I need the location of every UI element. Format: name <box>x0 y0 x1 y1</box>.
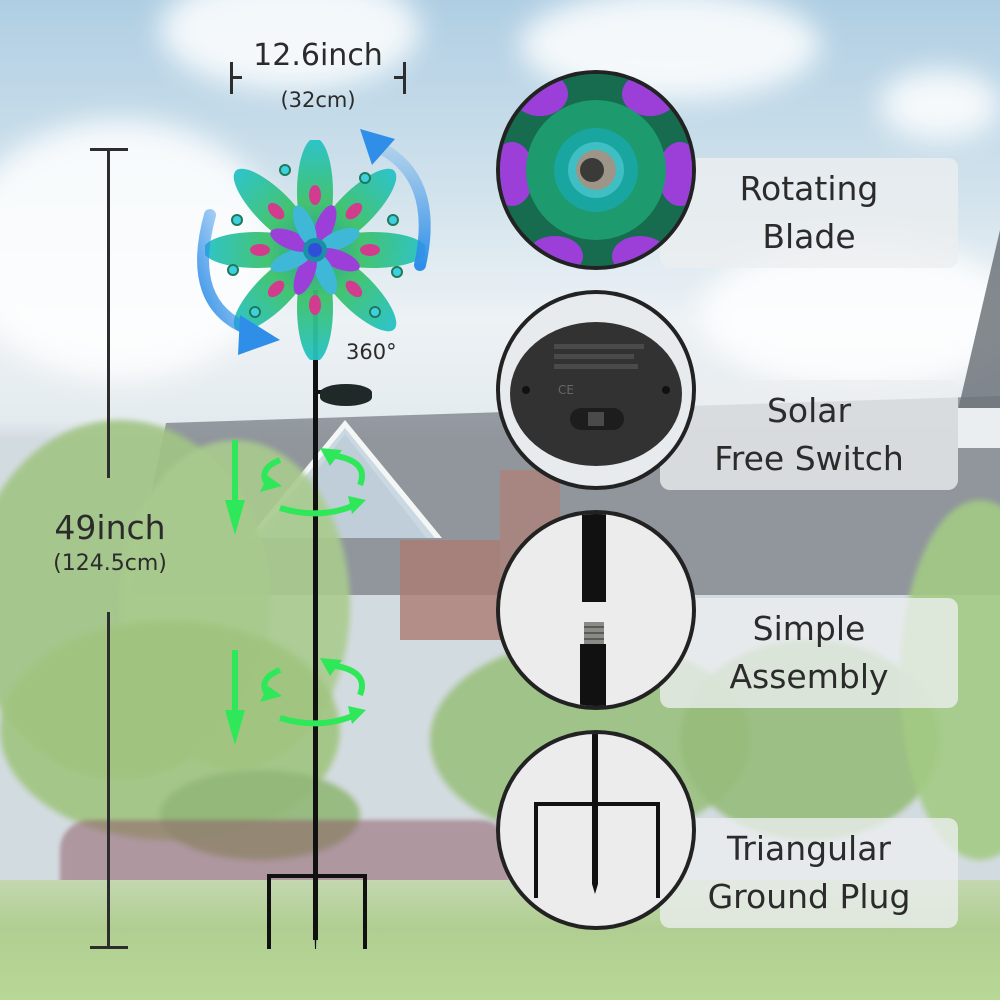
feature-label-solar-free-switch: Solar Free Switch <box>660 380 958 490</box>
feature-label-rotating-blade: Rotating Blade <box>660 158 958 268</box>
blade-hub-icon <box>500 74 692 266</box>
svg-text:CE: CE <box>558 383 574 397</box>
spin-arrow-icon <box>225 440 366 535</box>
rotating-blade-detail <box>496 70 696 270</box>
ground-stake-icon <box>534 734 660 898</box>
solar-switch-icon: CE <box>510 322 682 466</box>
height-inch-label: 49inch <box>54 508 166 547</box>
simple-assembly-detail <box>496 510 696 710</box>
wind-spinner-pole <box>313 290 318 940</box>
feature-label-triangular-ground-plug: Triangular Ground Plug <box>660 818 958 928</box>
solar-panel <box>320 384 372 406</box>
rotation-degree-label: 360° <box>346 340 397 364</box>
peacock-spinner-icon <box>205 140 425 360</box>
height-dimension-bottom-tick <box>90 946 128 949</box>
solar-switch-detail: CE <box>496 290 696 490</box>
height-dimension-line <box>107 612 110 948</box>
width-cm-label: (32cm) <box>280 88 356 112</box>
ground-plug-detail <box>496 730 696 930</box>
height-dimension-line <box>107 148 110 478</box>
feature-label-simple-assembly: Simple Assembly <box>660 598 958 708</box>
spin-arrow-icon <box>225 650 366 745</box>
width-dimension: 12.6inch (32cm) <box>230 38 406 112</box>
brick-wall <box>400 540 500 640</box>
rotation-arrows-icon <box>197 129 431 355</box>
width-inch-label: 12.6inch <box>253 38 383 73</box>
height-dimension: 49inch (124.5cm) <box>20 508 200 580</box>
height-cm-label: (124.5cm) <box>53 551 167 576</box>
threaded-rod-icon <box>580 514 606 706</box>
